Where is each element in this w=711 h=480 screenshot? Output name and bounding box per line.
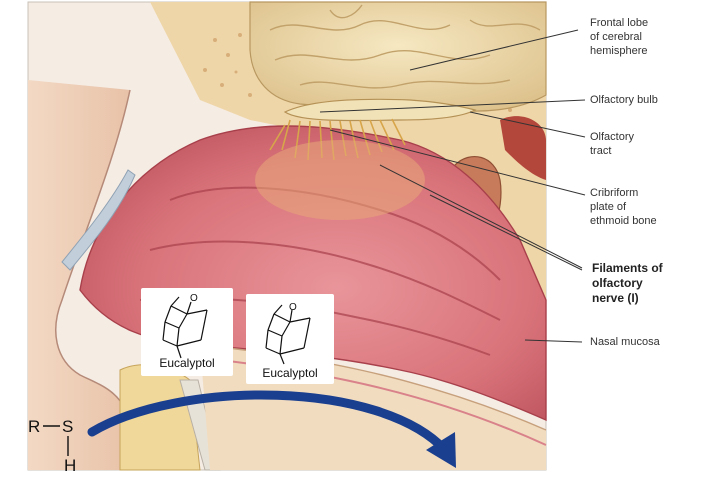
- eucalyptol-card-2: O Eucalyptol: [246, 294, 334, 384]
- thiol-s-atom: S: [62, 418, 73, 435]
- label-olfactory-tract: Olfactory tract: [590, 130, 634, 158]
- label-nasal-mucosa: Nasal mucosa: [590, 335, 660, 349]
- label-olfactory-bulb: Olfactory bulb: [590, 93, 658, 107]
- eucalyptol-oxygen-1: O: [190, 293, 198, 304]
- eucalyptol-label-1: Eucalyptol: [141, 356, 233, 370]
- thiol-r-atom: R: [28, 418, 40, 435]
- eucalyptol-card-1: O Eucalyptol: [141, 288, 233, 376]
- frontal-lobe-shape: [250, 2, 546, 111]
- eucalyptol-label-2: Eucalyptol: [246, 366, 334, 380]
- label-frontal-lobe: Frontal lobe of cerebral hemisphere: [590, 16, 648, 58]
- eucalyptol-oxygen-2: O: [289, 302, 297, 313]
- olfactory-epithelium: [255, 140, 425, 220]
- thiol-h-atom: H: [64, 457, 76, 474]
- label-olfactory-filaments: Filaments of olfactory nerve (I): [592, 261, 663, 306]
- label-cribriform-plate: Cribriform plate of ethmoid bone: [590, 186, 657, 228]
